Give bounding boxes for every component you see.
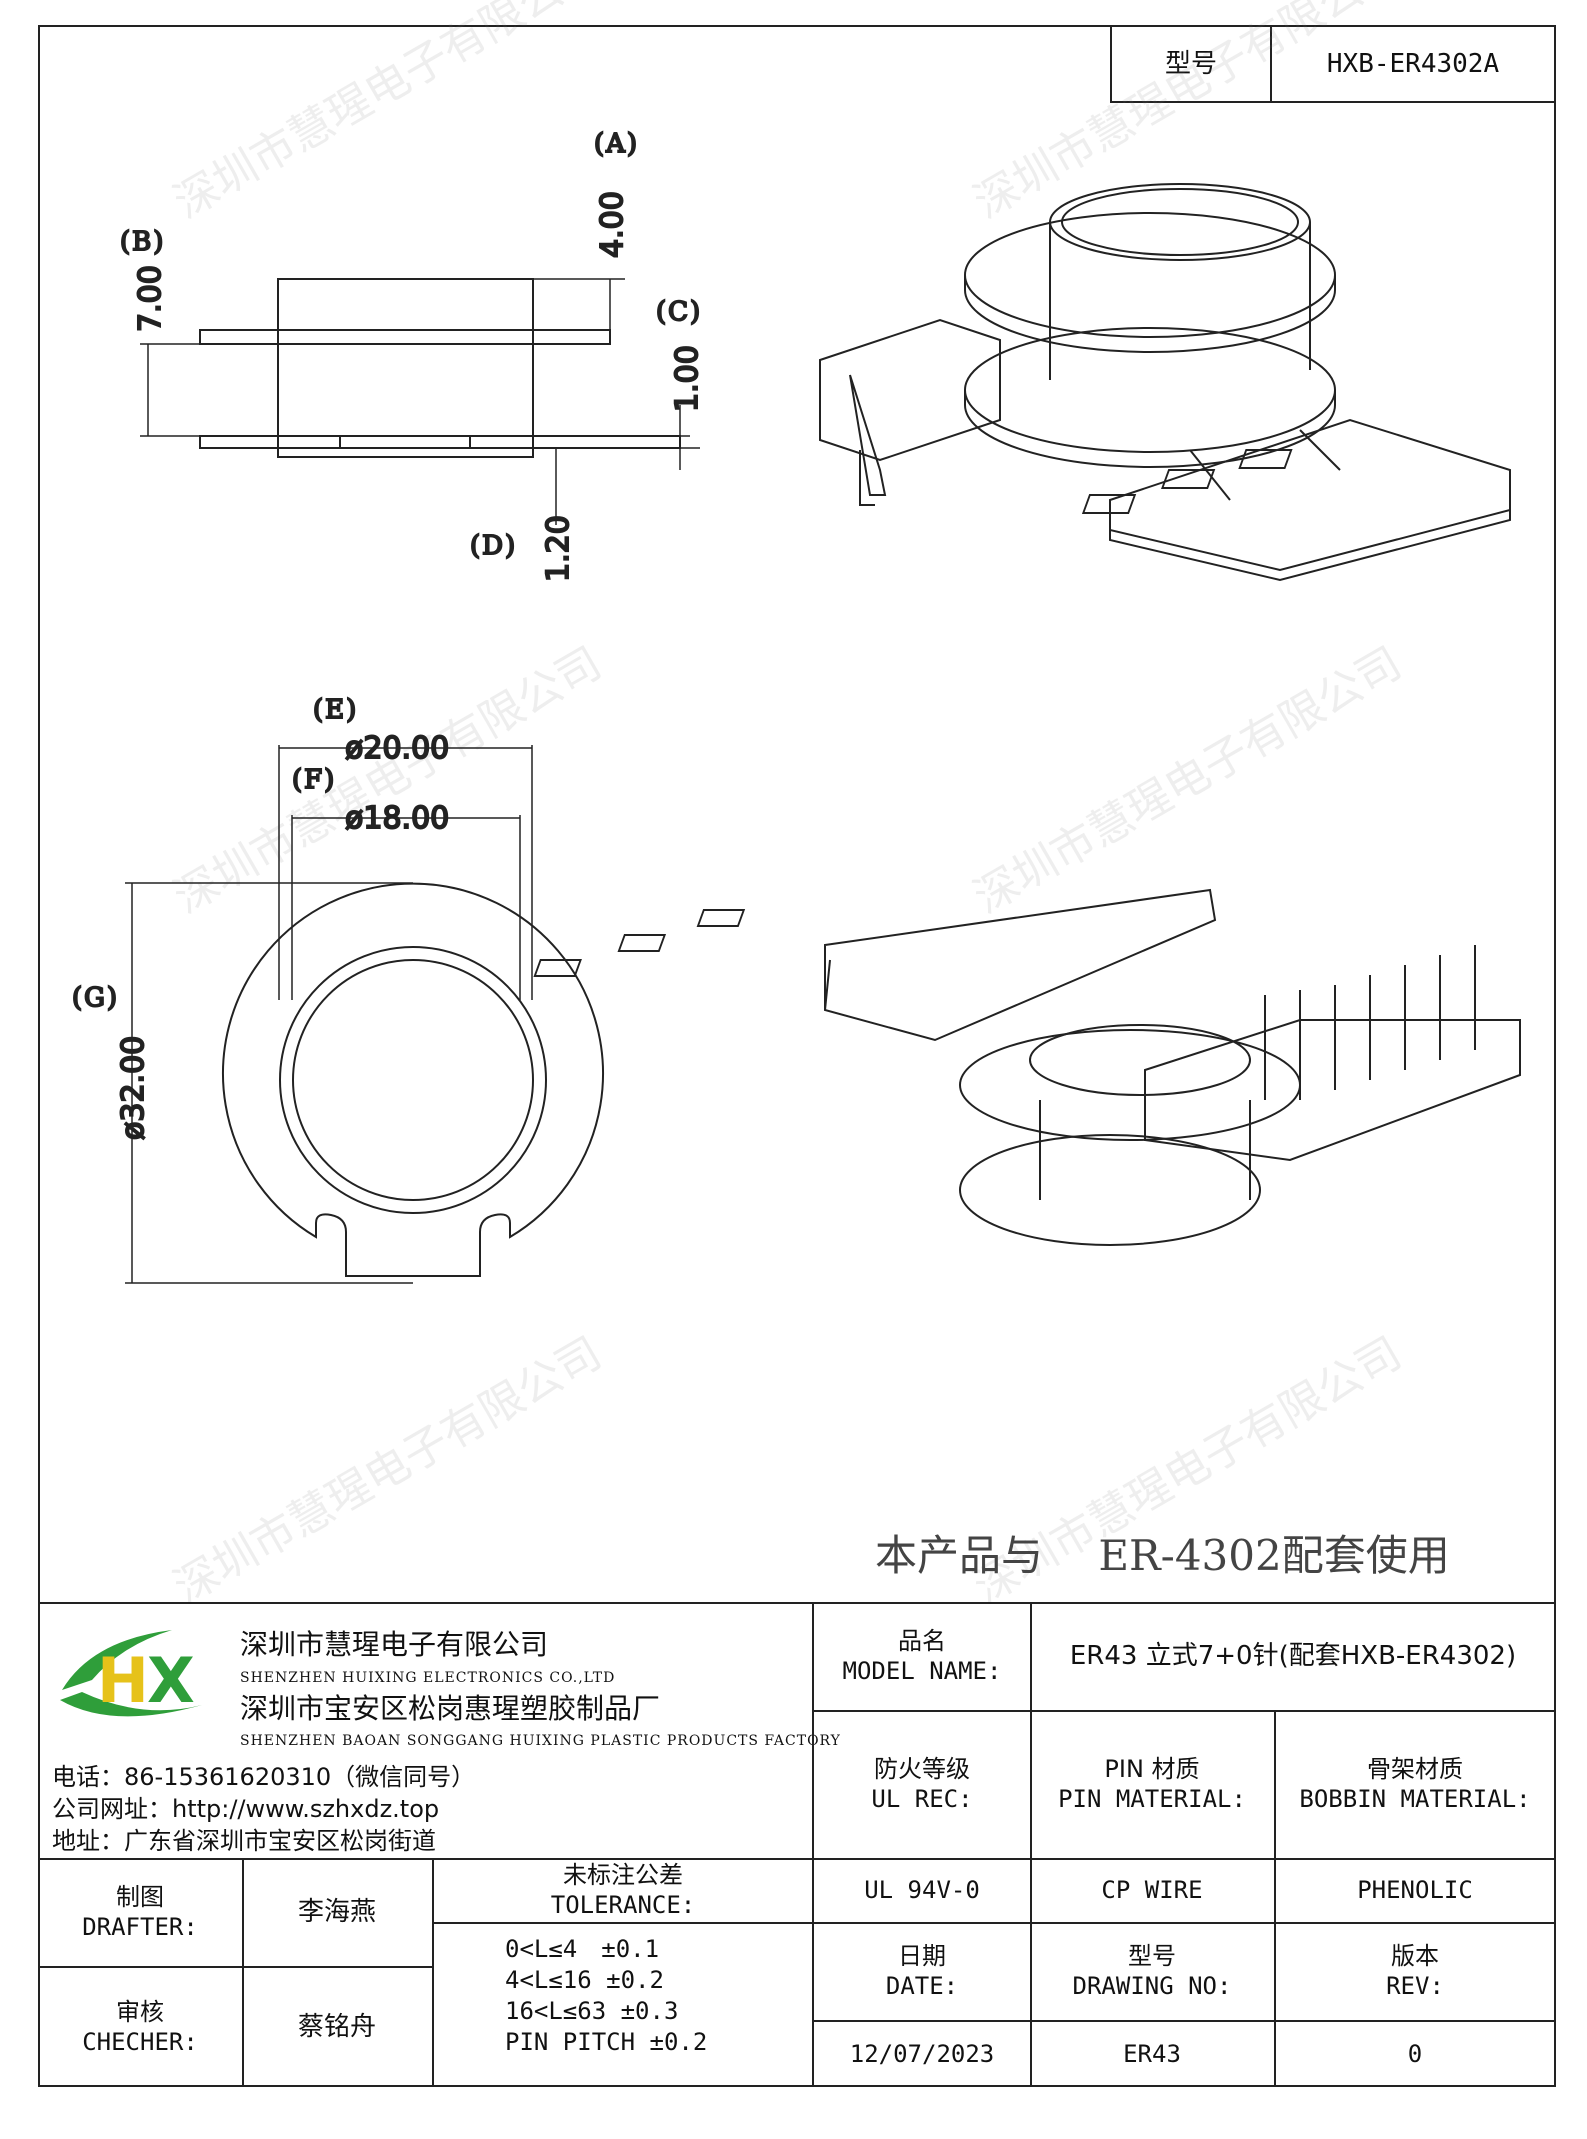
bottom-flange <box>199 435 681 449</box>
company-name-en: SHENZHEN HUIXING ELECTRONICS CO.,LTD <box>240 1670 616 1686</box>
company-website[interactable]: 公司网址：http://www.szhxdz.top <box>52 1795 440 1823</box>
bottom-flange-outline <box>222 882 604 1277</box>
rev-cn: 版本 <box>1391 1942 1439 1970</box>
drafter-name-cell: 李海燕 <box>242 1858 434 1968</box>
checker-label-cell: 审核 CHECHER: <box>38 1966 244 2087</box>
dim-c-label: (C) <box>656 297 702 327</box>
model-label: 型号 <box>1164 49 1217 79</box>
drawing-frame <box>38 25 1556 2087</box>
company-address: 地址：广东省深圳市宝安区松岗街道 <box>52 1827 436 1855</box>
factory-name-en: SHENZHEN BAOAN SONGGANG HUIXING PLASTIC … <box>240 1733 841 1749</box>
dim-e-label: (E) <box>313 695 358 725</box>
drafter-name: 李海燕 <box>297 1897 376 1927</box>
model-name-label-cell: 品名 MODEL NAME: <box>812 1602 1032 1712</box>
checker-name: 蔡铭舟 <box>297 2011 376 2042</box>
date-cn: 日期 <box>898 1942 946 1970</box>
date-value: 12/07/2023 <box>849 2039 995 2068</box>
bobbin-value-cell: PHENOLIC <box>1274 1858 1556 1924</box>
model-value: HXB-ER4302A <box>1326 49 1500 79</box>
drawing-no-value-cell: ER43 <box>1030 2020 1276 2087</box>
bobbin-cn: 骨架材质 <box>1367 1755 1463 1783</box>
drawing-no-label-cell: 型号 DRAWING NO: <box>1030 1922 1276 2022</box>
ul-en: UL REC: <box>871 1785 973 1813</box>
dim-a-label: (A) <box>594 129 639 159</box>
tolerance-cn: 未标注公差 <box>563 1861 683 1889</box>
dim-g-value: ø32.00 <box>116 1036 151 1140</box>
checker-en: CHECHER: <box>82 2027 198 2056</box>
model-name-cn: 品名 <box>898 1627 946 1655</box>
drafter-cn: 制图 <box>116 1883 164 1911</box>
tolerance-en: TOLERANCE: <box>550 1891 696 1919</box>
tolerance-values: 0<L≤4 ±0.1 4<L≤16 ±0.2 16<L≤63 ±0.3 PIN … <box>505 1934 707 2058</box>
dim-a-value: 4.00 <box>595 191 630 258</box>
bobbin-label-cell: 骨架材质 BOBBIN MATERIAL: <box>1274 1710 1556 1860</box>
title-block <box>38 1602 1556 2089</box>
pin-cn: PIN 材质 <box>1104 1755 1200 1783</box>
dim-f-value: ø18.00 <box>345 801 449 836</box>
model-name-en: MODEL NAME: <box>842 1657 1002 1685</box>
ul-value-cell: UL 94V-0 <box>812 1858 1032 1924</box>
top-flange <box>199 329 611 345</box>
model-name-value-cell: ER43 立式7+0针(配套HXB-ER4302) <box>1030 1602 1556 1712</box>
bobbin-core-body <box>277 278 534 458</box>
pin-en: PIN MATERIAL: <box>1058 1785 1246 1813</box>
bobbin-value: PHENOLIC <box>1357 1876 1473 1904</box>
drawing-no-en: DRAWING NO: <box>1072 1972 1232 2000</box>
dim-c-value: 1.00 <box>670 345 705 412</box>
logo-h-letter: H <box>97 1644 149 1717</box>
factory-name-cn: 深圳市宝安区松岗惠瑆塑胶制品厂 <box>240 1692 661 1725</box>
model-value-cell: HXB-ER4302A <box>1270 25 1556 103</box>
company-logo: H X <box>52 1620 222 1732</box>
drawing-no-value: ER43 <box>1123 2039 1181 2068</box>
checker-name-cell: 蔡铭舟 <box>242 1966 434 2087</box>
pin-label-cell: PIN 材质 PIN MATERIAL: <box>1030 1710 1276 1860</box>
pin-value-cell: CP WIRE <box>1030 1858 1276 1924</box>
top-view <box>125 745 604 1284</box>
date-label-cell: 日期 DATE: <box>812 1922 1032 2022</box>
left-table-top-line <box>38 1858 814 1860</box>
isometric-view-top <box>819 183 1511 582</box>
dim-d-value: 1.20 <box>541 515 576 582</box>
rev-value: 0 <box>1407 2039 1423 2068</box>
date-value-cell: 12/07/2023 <box>812 2020 1032 2087</box>
rev-en: REV: <box>1386 1972 1444 2000</box>
drawing-no-cn: 型号 <box>1128 1942 1176 1970</box>
checker-cn: 审核 <box>116 1997 164 2026</box>
isometric-view-bottom <box>533 888 1521 1246</box>
core-inner-circle <box>292 959 534 1201</box>
dim-g-label: (G) <box>72 983 119 1013</box>
rev-label-cell: 版本 REV: <box>1274 1922 1556 2022</box>
date-en: DATE: <box>885 1972 959 2000</box>
tolerance-line: 4<L≤16 ±0.2 <box>505 1966 664 1994</box>
core-outer-circle <box>279 946 547 1214</box>
dim-e-value: ø20.00 <box>345 731 449 766</box>
model-name-value: ER43 立式7+0针(配套HXB-ER4302) <box>1069 1641 1517 1671</box>
ul-label-cell: 防火等级 UL REC: <box>812 1710 1032 1860</box>
tolerance-label-cell: 未标注公差 TOLERANCE: <box>432 1858 814 1924</box>
tolerance-line: PIN PITCH ±0.2 <box>505 2028 708 2056</box>
dim-b-label: (B) <box>120 227 165 257</box>
dim-b-value: 7.00 <box>133 265 168 332</box>
logo-x-letter: X <box>147 1644 195 1717</box>
ul-cn: 防火等级 <box>874 1755 970 1783</box>
dim-d-label: (D) <box>470 531 517 561</box>
dim-f-label: (F) <box>292 765 336 795</box>
side-view <box>140 278 700 525</box>
bobbin-en: BOBBIN MATERIAL: <box>1299 1785 1531 1813</box>
pin-value: CP WIRE <box>1101 1876 1203 1904</box>
tolerance-line: 0<L≤4 ±0.1 <box>505 1935 660 1963</box>
ul-value: UL 94V-0 <box>864 1876 980 1904</box>
rev-value-cell: 0 <box>1274 2020 1556 2087</box>
drafter-label-cell: 制图 DRAFTER: <box>38 1858 244 1968</box>
tolerance-line: 16<L≤63 ±0.3 <box>505 1997 679 2025</box>
drafter-en: DRAFTER: <box>82 1913 198 1941</box>
company-name-cn: 深圳市慧瑆电子有限公司 <box>240 1628 549 1661</box>
usage-note: 本产品与 ER-4302配套使用 <box>875 1531 1450 1580</box>
company-phone: 电话：86-15361620310（微信同号） <box>52 1763 476 1791</box>
